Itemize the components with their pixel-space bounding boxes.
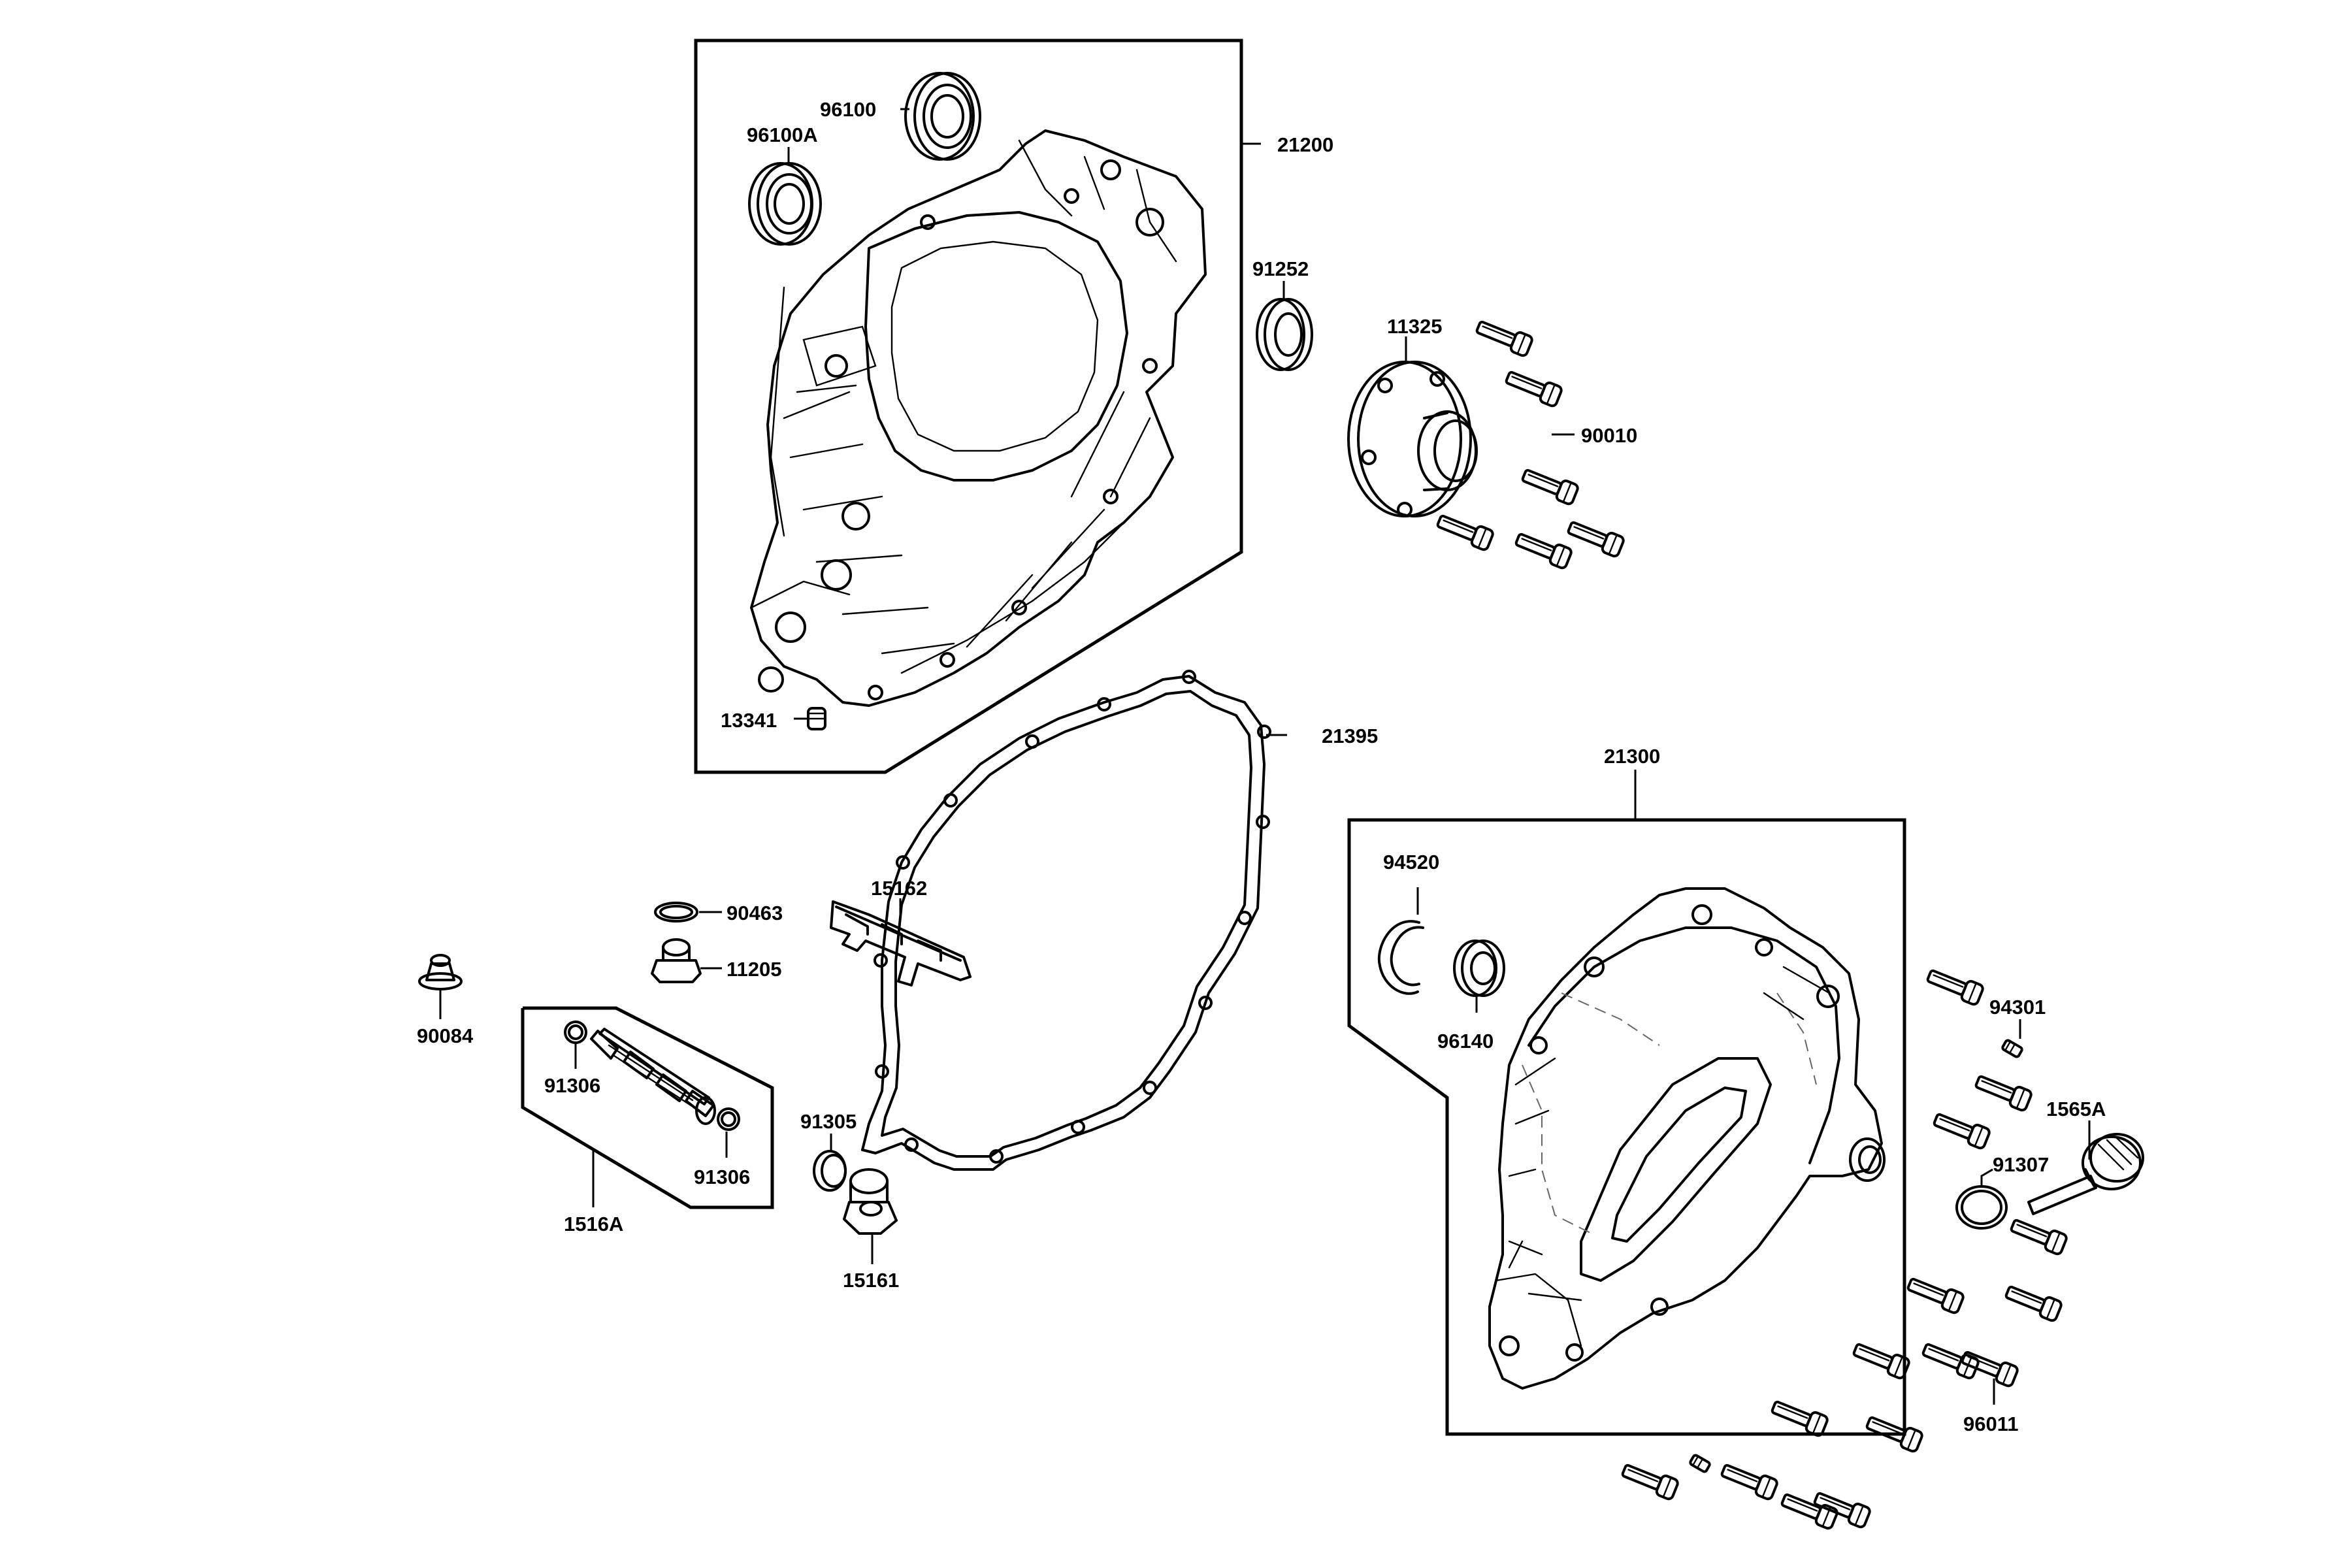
bearing-96100 [904, 72, 981, 161]
label-90084: 90084 [417, 1024, 474, 1047]
label-96011: 96011 [1963, 1413, 2019, 1435]
label-94301: 94301 [1989, 996, 2046, 1019]
label-15161: 15161 [843, 1269, 899, 1292]
bolts-94301 [1923, 964, 2034, 1151]
label-21395: 21395 [1322, 725, 1378, 747]
oil-seal-91252 [1256, 281, 1313, 371]
o-ring-91306-lower [717, 1107, 740, 1158]
o-ring-91305 [813, 1134, 847, 1192]
label-21300: 21300 [1604, 745, 1660, 768]
label-91252: 91252 [1252, 257, 1309, 280]
label-96100: 96100 [820, 98, 876, 121]
label-15162: 15162 [871, 877, 927, 900]
label-94520: 94520 [1383, 851, 1439, 874]
crankcase-left [750, 129, 1207, 707]
circlip-94520 [1377, 887, 1424, 995]
label-96100A: 96100A [747, 123, 818, 146]
clutch-cover [1488, 887, 1886, 1390]
bearing-96100A [748, 162, 822, 246]
label-90010: 90010 [1581, 424, 1637, 447]
crankcase-group-frame [694, 39, 1261, 774]
flange-11325 [1347, 336, 1478, 517]
plug-11205 [651, 938, 722, 983]
label-21200: 21200 [1277, 133, 1333, 156]
o-ring-91307 [1955, 1168, 2008, 1230]
bolts-96011 [1618, 1214, 2069, 1531]
label-11205: 11205 [727, 958, 782, 981]
label-91307: 91307 [1993, 1153, 2049, 1176]
label-11325: 11325 [1387, 315, 1443, 338]
oil-pipe-group-frame [521, 1006, 774, 1209]
label-91306-lower: 91306 [694, 1166, 750, 1188]
label-13341: 13341 [721, 709, 777, 732]
o-ring-91306-upper [564, 1021, 587, 1069]
o-ring-90463 [654, 902, 722, 923]
label-90463: 90463 [727, 902, 783, 924]
bolts-90010 [1433, 316, 1626, 571]
bearing-96140 [1453, 939, 1505, 1013]
bracket-15162 [830, 898, 972, 987]
oil-filler-cap-1565A [2027, 1120, 2144, 1215]
fitting-15161 [843, 1168, 898, 1264]
label-1516A: 1516A [564, 1213, 623, 1235]
gasket-21395 [861, 670, 1287, 1171]
oil-pipe-1516A [590, 1028, 716, 1125]
plug-90084 [418, 954, 463, 1019]
dowel-13341 [794, 707, 826, 730]
label-91306-upper: 91306 [544, 1074, 600, 1097]
cover-group-frame [1347, 770, 1906, 1436]
label-96140: 96140 [1437, 1030, 1494, 1053]
label-91305: 91305 [800, 1110, 857, 1133]
label-1565A: 1565A [2046, 1098, 2106, 1120]
